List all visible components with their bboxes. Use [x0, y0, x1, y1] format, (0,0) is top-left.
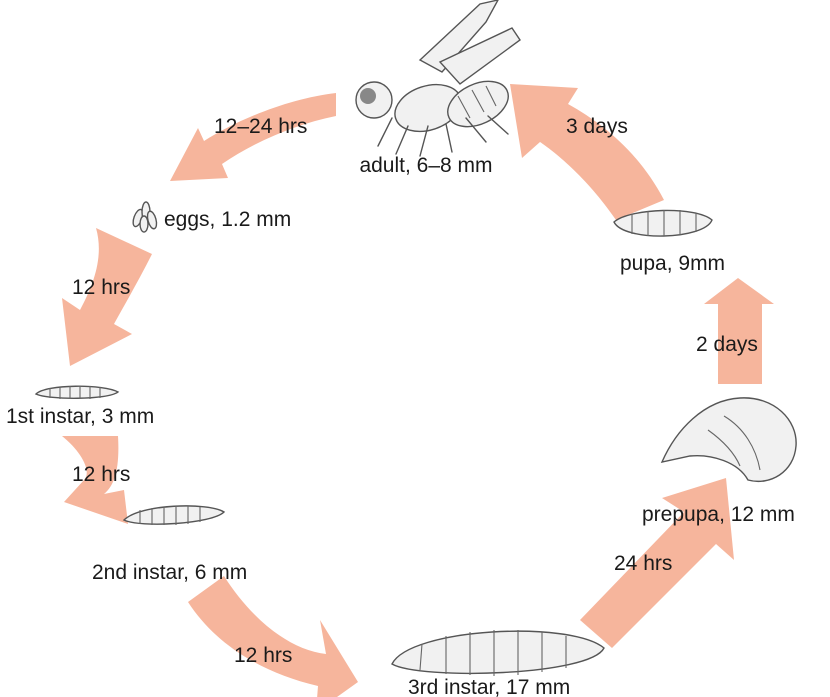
- third-instar-larva-icon: [392, 630, 604, 676]
- second-instar-larva-icon: [124, 506, 224, 525]
- stage-label-pupa: pupa, 9mm: [620, 252, 725, 275]
- first-instar-larva-icon: [36, 386, 118, 399]
- arrow-second-to-third: [188, 576, 358, 697]
- arrow-prepupa-to-pupa: [704, 278, 774, 384]
- stage-label-third-instar: 3rd instar, 17 mm: [408, 676, 570, 697]
- stage-label-eggs: eggs, 1.2 mm: [164, 208, 291, 231]
- stage-label-adult: adult, 6–8 mm: [359, 154, 492, 177]
- duration-pupa-to-adult: 3 days: [566, 115, 628, 138]
- duration-prepupa-to-pupa: 2 days: [696, 333, 758, 356]
- eggs-icon: [131, 202, 158, 232]
- stage-label-prepupa: prepupa, 12 mm: [642, 503, 795, 526]
- arrow-pupa-to-adult: [510, 84, 664, 220]
- duration-second-to-third: 12 hrs: [234, 644, 292, 667]
- fly-icon: [356, 0, 520, 156]
- duration-first-to-second: 12 hrs: [72, 463, 130, 486]
- stage-label-second-instar: 2nd instar, 6 mm: [92, 561, 247, 584]
- duration-adult-to-eggs: 12–24 hrs: [214, 115, 307, 138]
- prepupa-icon: [662, 398, 796, 481]
- duration-eggs-to-first: 12 hrs: [72, 276, 130, 299]
- stage-label-first-instar: 1st instar, 3 mm: [6, 405, 154, 428]
- duration-third-to-prepupa: 24 hrs: [614, 552, 672, 575]
